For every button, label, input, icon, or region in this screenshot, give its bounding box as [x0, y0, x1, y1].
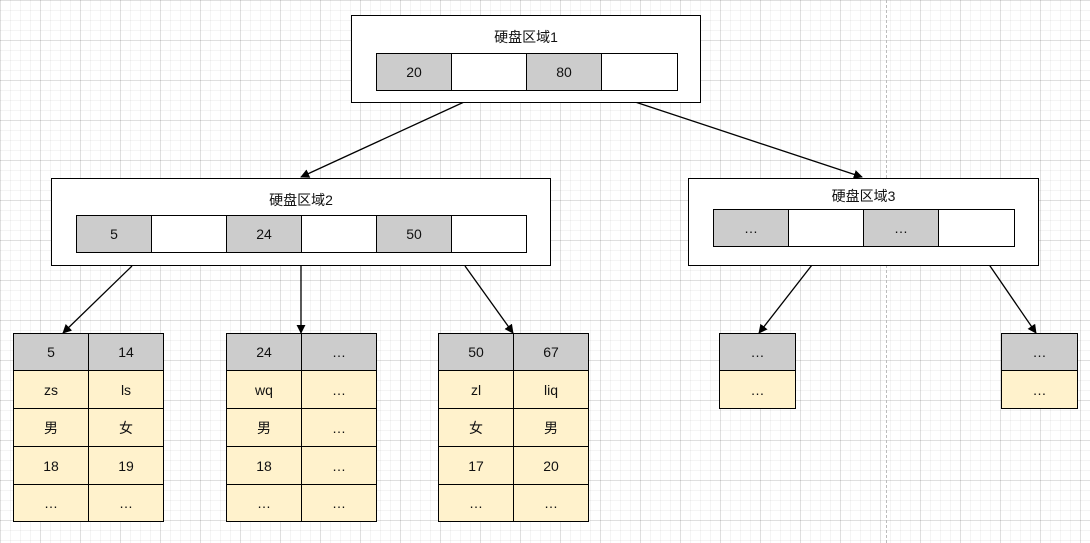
edge-root-to-region3: [601, 90, 863, 179]
leaf-data-cell: 19: [89, 447, 163, 485]
pointer-cell: [452, 216, 526, 252]
leaf-data-cell: …: [720, 371, 795, 408]
leaf-data-cell: 男: [227, 409, 302, 447]
key-cell: 24: [227, 216, 302, 252]
region-3-title: 硬盘区域3: [831, 188, 896, 204]
leaf-data-cell: wq: [227, 371, 302, 409]
leaf-data-cell: …: [302, 447, 376, 485]
leaf-key-cell: 5: [14, 334, 89, 371]
region-3: 硬盘区域3 … …: [688, 178, 1039, 266]
leaf-data-cell: …: [89, 485, 163, 521]
leaf-data-cell: zl: [439, 371, 514, 409]
leaf-key-cell: 14: [89, 334, 163, 371]
leaf-data-cell: …: [1002, 371, 1077, 408]
leaf-data-cell: 20: [514, 447, 588, 485]
leaf-data-cell: …: [439, 485, 514, 521]
key-cell: …: [714, 210, 789, 246]
page-divider: [886, 0, 887, 543]
leaf-data-cell: …: [227, 485, 302, 521]
leaf-node-2: 24 … wq … 男 … 18 … … …: [226, 333, 377, 522]
edge-region2-to-leaf1: [62, 265, 133, 334]
edge-root-to-region2: [300, 90, 489, 178]
pointer-cell: [152, 216, 227, 252]
key-cell: 20: [377, 54, 452, 90]
region-root-key-row: 20 80: [376, 53, 678, 91]
pointer-cell: [452, 54, 527, 90]
leaf-data-cell: ls: [89, 371, 163, 409]
leaf-data-cell: …: [514, 485, 588, 521]
leaf-data-cell: …: [14, 485, 89, 521]
leaf-key-cell: …: [720, 334, 795, 371]
leaf-data-cell: …: [302, 409, 376, 447]
leaf-data-cell: 18: [227, 447, 302, 485]
leaf-data-cell: 女: [89, 409, 163, 447]
region-3-key-row: … …: [713, 209, 1015, 247]
leaf-node-4: … …: [719, 333, 796, 409]
leaf-data-cell: …: [302, 371, 376, 409]
leaf-data-cell: …: [302, 485, 376, 521]
pointer-cell: [939, 210, 1014, 246]
pointer-cell: [302, 216, 377, 252]
leaf-data-cell: liq: [514, 371, 588, 409]
region-root-title: 硬盘区域1: [494, 29, 558, 45]
leaf-data-cell: 女: [439, 409, 514, 447]
leaf-key-cell: 50: [439, 334, 514, 371]
leaf-data-cell: zs: [14, 371, 89, 409]
pointer-cell: [789, 210, 864, 246]
key-cell: 50: [377, 216, 452, 252]
leaf-data-cell: 18: [14, 447, 89, 485]
region-2: 硬盘区域2 5 24 50: [51, 178, 551, 266]
leaf-data-cell: 17: [439, 447, 514, 485]
leaf-key-cell: 24: [227, 334, 302, 371]
leaf-data-cell: 男: [514, 409, 588, 447]
pointer-cell: [602, 54, 677, 90]
leaf-key-cell: …: [302, 334, 376, 371]
leaf-node-5: … …: [1001, 333, 1078, 409]
leaf-key-cell: …: [1002, 334, 1077, 371]
leaf-key-cell: 67: [514, 334, 588, 371]
region-2-title: 硬盘区域2: [269, 192, 333, 208]
key-cell: 80: [527, 54, 602, 90]
key-cell: …: [864, 210, 939, 246]
leaf-node-1: 5 14 zs ls 男 女 18 19 … …: [13, 333, 164, 522]
edge-region2-to-leaf3: [464, 265, 514, 334]
key-cell: 5: [77, 216, 152, 252]
region-2-key-row: 5 24 50: [76, 215, 527, 253]
region-root: 硬盘区域1 20 80: [351, 15, 701, 103]
leaf-node-3: 50 67 zl liq 女 男 17 20 … …: [438, 333, 589, 522]
leaf-data-cell: 男: [14, 409, 89, 447]
